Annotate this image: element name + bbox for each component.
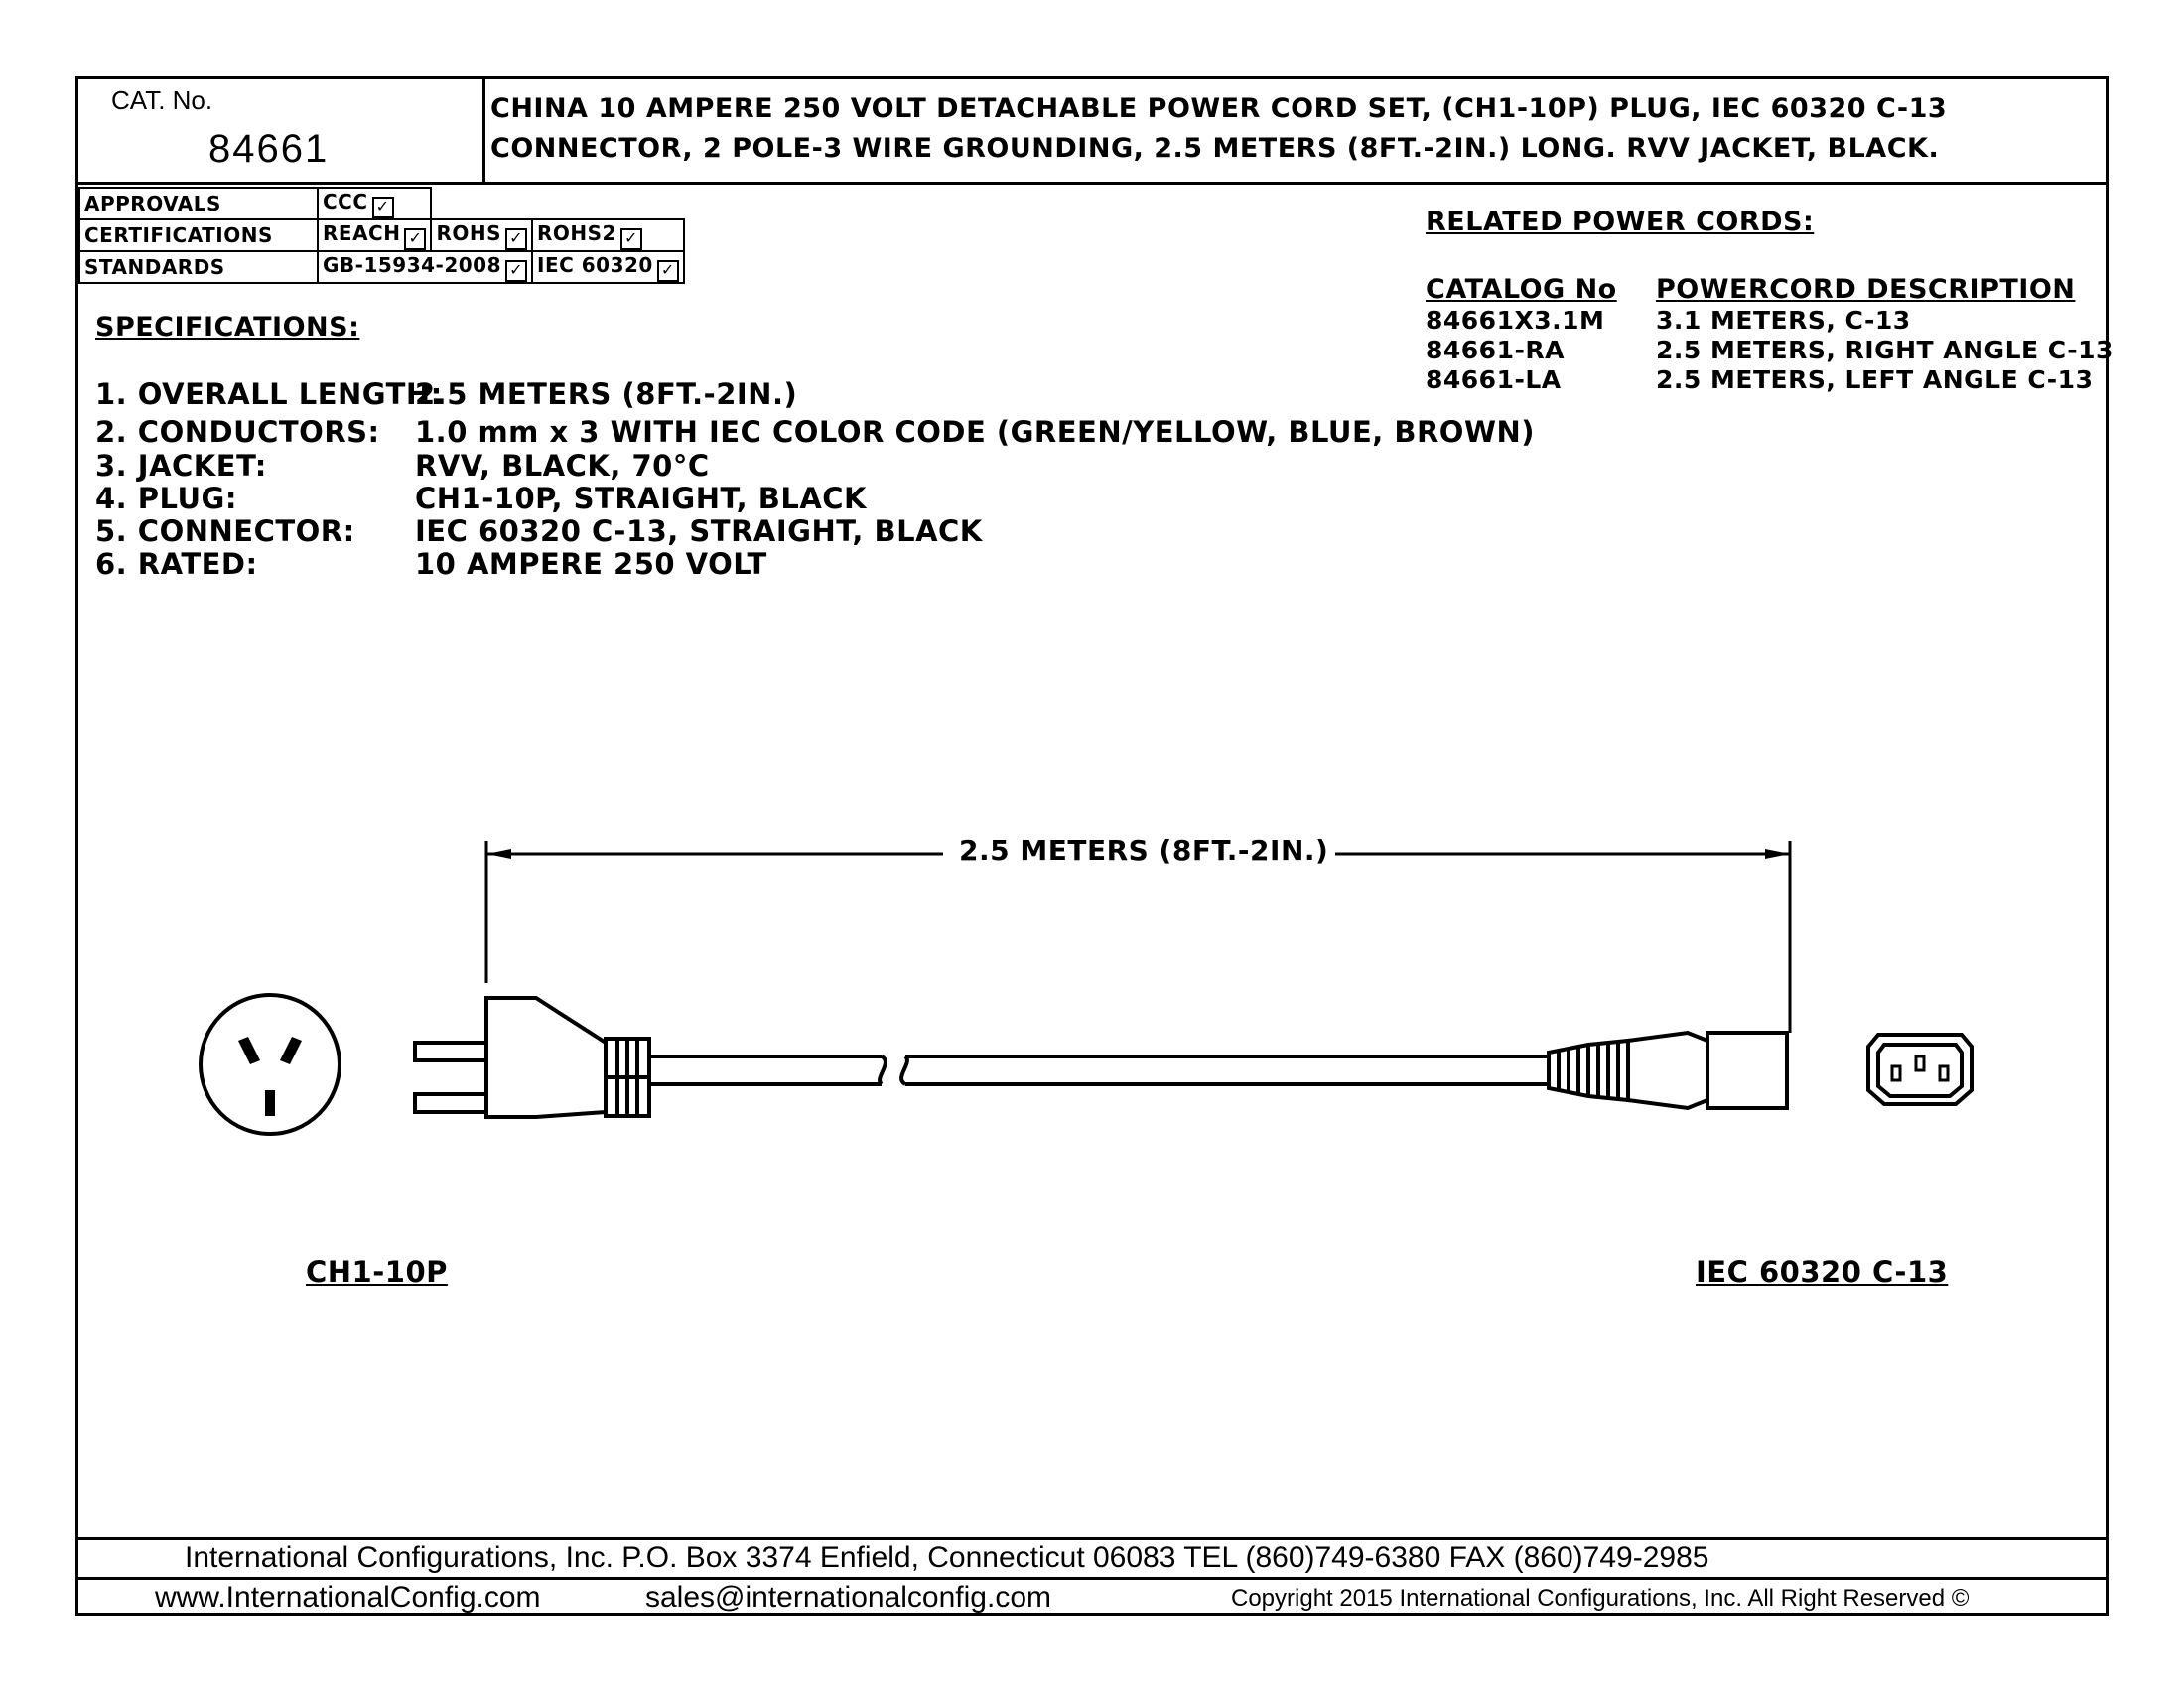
checkbox-checked-icon: ✓ (656, 259, 679, 282)
title-line-2: CONNECTOR, 2 POLE-3 WIRE GROUNDING, 2.5 … (490, 133, 1940, 164)
dimension-label: 2.5 METERS (8FT.-2IN.) (955, 834, 1333, 867)
ch1-10p-face-icon (199, 993, 341, 1136)
cat-label: CAT. No. (111, 85, 213, 115)
spec-label: 2. CONDUCTORS: (95, 415, 380, 449)
approvals-row: APPROVALS CCC✓ (78, 187, 684, 220)
website-link[interactable]: www.InternationalConfig.com (155, 1581, 541, 1614)
standards-row: STANDARDS GB-15934-2008✓ IEC 60320✓ (78, 250, 685, 284)
checkbox-checked-icon: ✓ (505, 227, 528, 250)
dimension-arrow-left (486, 849, 511, 859)
spec-value: RVV, BLACK, 70°C (415, 449, 710, 483)
cert-reach: REACH✓ (316, 218, 433, 252)
approvals-table: APPROVALS CCC✓ CERTIFICATIONS REACH✓ ROH… (78, 187, 685, 284)
dimension-arrow-right (1765, 849, 1790, 859)
checkbox-checked-icon: ✓ (404, 227, 427, 250)
spec-label: 4. PLUG: (95, 482, 237, 515)
spec-label: 5. CONNECTOR: (95, 514, 355, 548)
drawing-frame (75, 76, 2109, 1616)
cable (649, 1055, 1549, 1086)
spec-value: IEC 60320 C-13, STRAIGHT, BLACK (415, 514, 983, 548)
spec-value: 2.5 METERS (8FT.-2IN.) (415, 377, 798, 411)
checkbox-checked-icon: ✓ (505, 259, 528, 282)
plug-body (413, 996, 651, 1119)
catalog-column-header: CATALOG No (1426, 274, 1617, 305)
related-catalog: 84661X3.1M (1426, 306, 1605, 335)
checkbox-checked-icon: ✓ (619, 227, 642, 250)
email-link[interactable]: sales@internationalconfig.com (645, 1581, 1051, 1614)
standards-header: STANDARDS (78, 250, 319, 284)
header-divider (482, 76, 485, 182)
related-description: 2.5 METERS, RIGHT ANGLE C-13 (1656, 336, 2114, 364)
description-column-header: POWERCORD DESCRIPTION (1656, 274, 2076, 305)
c13-connector-body (1547, 1030, 1789, 1111)
spec-label: 3. JACKET: (95, 449, 267, 483)
spec-label: 1. OVERALL LENGTH: (95, 377, 443, 411)
std-iec: IEC 60320✓ (531, 250, 685, 284)
checkbox-checked-icon: ✓ (371, 196, 394, 218)
related-description: 3.1 METERS, C-13 (1656, 306, 1911, 335)
header-bottom-rule (75, 182, 2109, 185)
company-address: International Configurations, Inc. P.O. … (185, 1541, 1709, 1574)
approvals-header: APPROVALS (78, 187, 319, 220)
c13-pin-slots (1890, 1055, 1950, 1082)
title-line-1: CHINA 10 AMPERE 250 VOLT DETACHABLE POWE… (490, 93, 1948, 124)
c13-face-icon (1866, 1033, 1974, 1106)
certifications-header: CERTIFICATIONS (78, 218, 319, 252)
approval-ccc: CCC✓ (316, 187, 433, 220)
specifications-heading: SPECIFICATIONS: (95, 312, 360, 343)
footer-mid-rule (75, 1577, 2109, 1580)
std-gb: GB-15934-2008✓ (316, 250, 534, 284)
spec-label: 6. RATED: (95, 547, 258, 581)
plug-label: CH1-10P (306, 1255, 448, 1289)
copyright: Copyright 2015 International Configurati… (1231, 1585, 1970, 1612)
related-description: 2.5 METERS, LEFT ANGLE C-13 (1656, 365, 2094, 394)
footer-top-rule (75, 1537, 2109, 1540)
spec-value: 1.0 mm x 3 WITH IEC COLOR CODE (GREEN/YE… (415, 415, 1535, 449)
related-heading: RELATED POWER CORDS: (1426, 207, 1815, 237)
certifications-row: CERTIFICATIONS REACH✓ ROHS✓ ROHS2✓ (78, 218, 685, 252)
cert-rohs2: ROHS2✓ (531, 218, 685, 252)
cert-rohs: ROHS✓ (430, 218, 534, 252)
connector-label: IEC 60320 C-13 (1696, 1255, 1949, 1289)
related-catalog: 84661-LA (1426, 365, 1562, 394)
ch1-10p-pins (238, 1037, 302, 1116)
spec-value: CH1-10P, STRAIGHT, BLACK (415, 482, 868, 515)
spec-value: 10 AMPERE 250 VOLT (415, 547, 767, 581)
related-catalog: 84661-RA (1426, 336, 1565, 364)
cat-number: 84661 (208, 127, 330, 171)
